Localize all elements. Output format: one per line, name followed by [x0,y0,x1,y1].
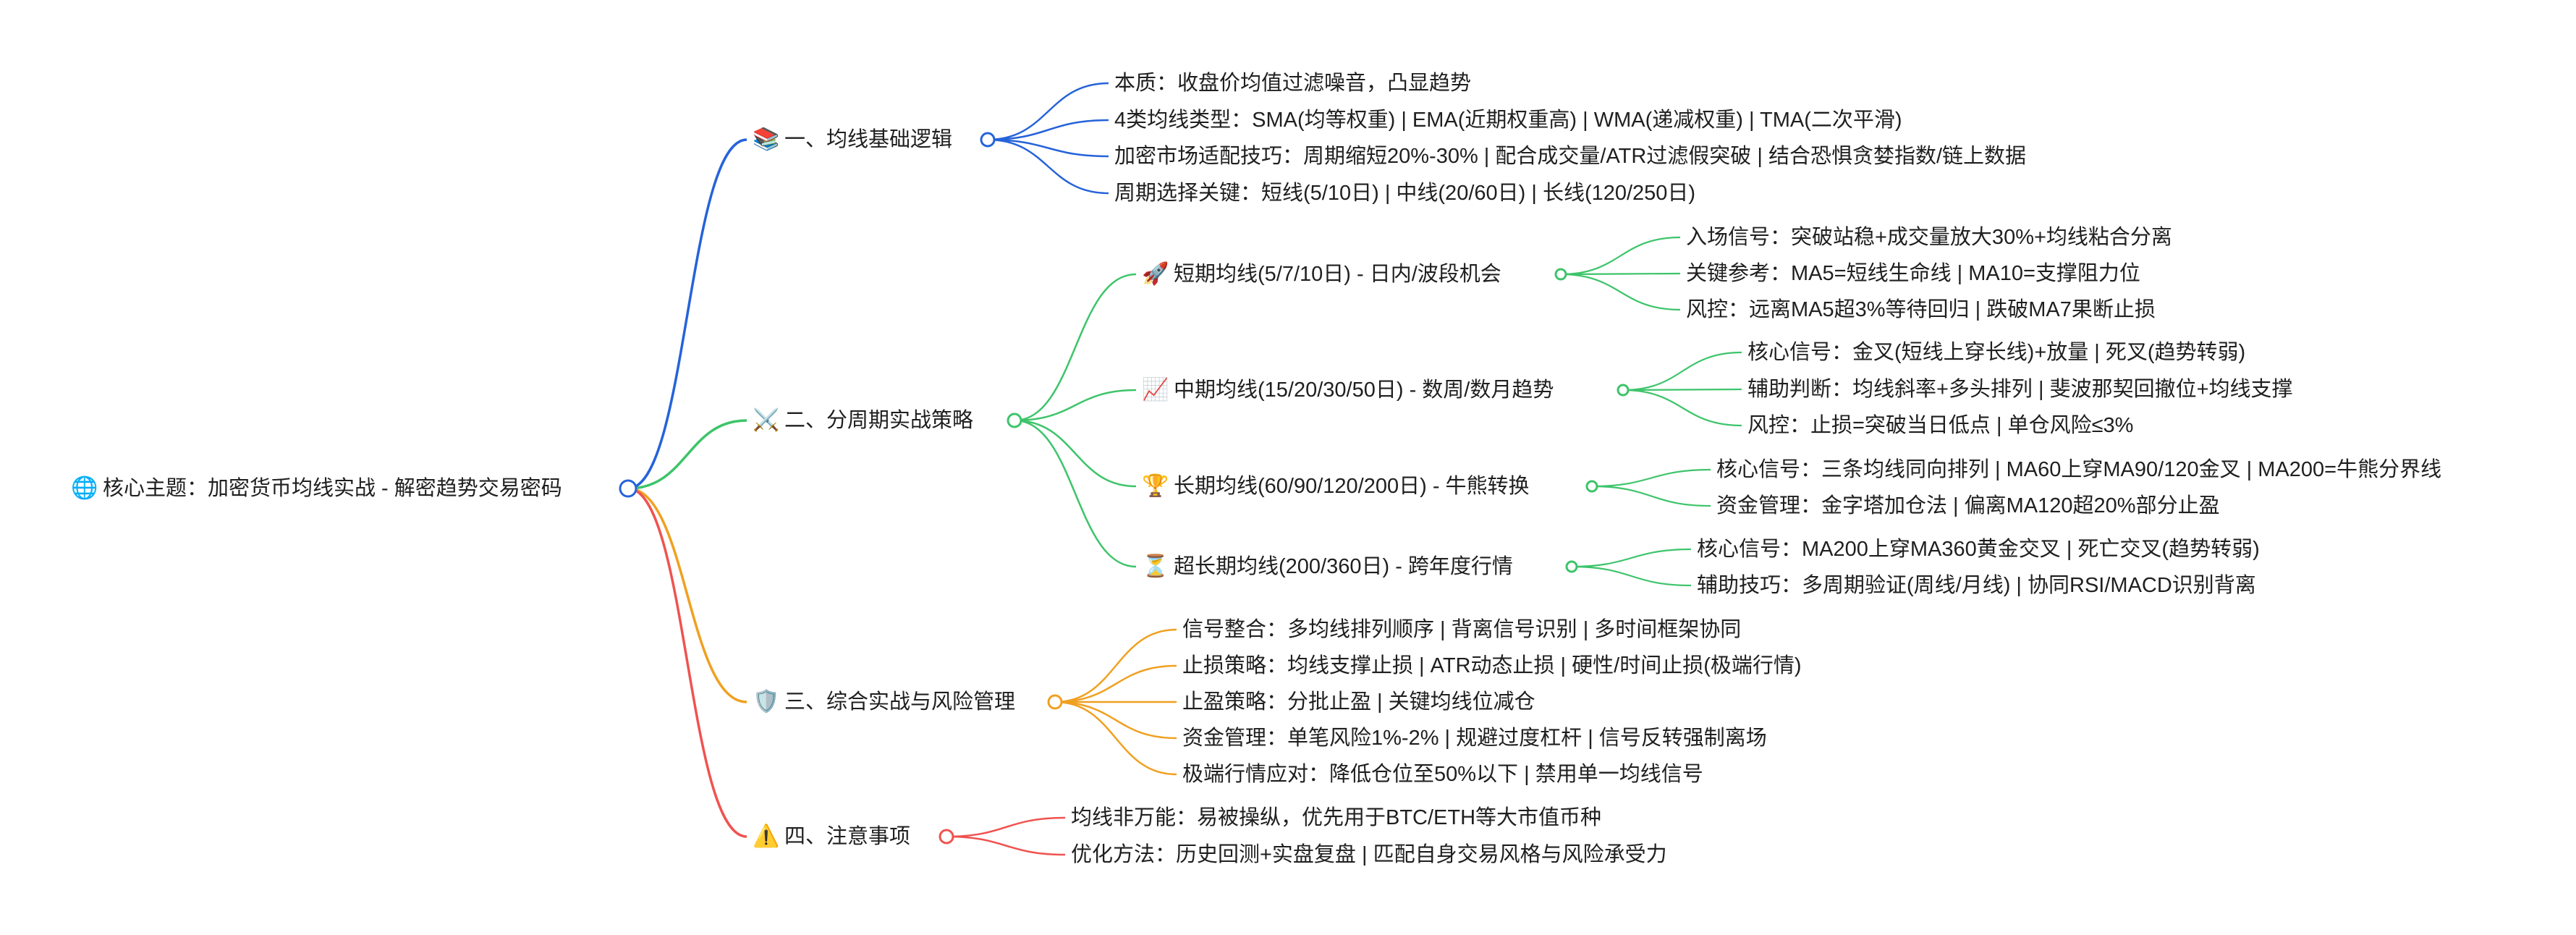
connector-s3-leaf-0 [1591,468,1711,488]
branch-label: 二、分周期实战策略 [784,409,974,432]
swords-icon: ⚔️ [753,408,780,432]
root-node[interactable]: 🌐 核心主题：加密货币均线实战 - 解密趋势交易密码 [71,474,562,503]
leaf-short-entry: 入场信号：突破站稳+成交量放大30%+均线粘合分离 [1686,226,2172,249]
warning-icon: ⚠️ [753,824,780,848]
connector-b1-leaf-1 [987,119,1109,141]
sub4-collapse-dot[interactable] [1565,560,1578,573]
leaf-crypto-tips: 加密市场适配技巧：周期缩短20%-30% | 配合成交量/ATR过滤假突破 | … [1114,145,2027,168]
connector-b1-leaf-3 [987,138,1109,195]
sub-label: 长期均线(60/90/120/200日) - 牛熊转换 [1174,475,1530,498]
leaf-mid-signal: 核心信号：金叉(短线上穿长线)+放量 | 死叉(趋势转弱) [1747,341,2246,364]
connector-b3-leaf-4 [1054,701,1177,776]
leaf-optimize: 优化方法：历史回测+实盘复盘 | 匹配自身交易风格与风险承受力 [1071,843,1667,866]
leaf-ultra-aux: 辅助技巧：多周期验证(周线/月线) | 协同RSI/MACD识别背离 [1697,574,2256,597]
leaf-stop-loss: 止损策略：均线支撑止损 | ATR动态止损 | 硬性/时间止损(极端行情) [1182,654,1802,677]
root-label: 核心主题：加密货币均线实战 - 解密趋势交易密码 [103,477,562,500]
hourglass-icon: ⏳ [1142,554,1169,578]
sub-label: 中期均线(15/20/30/50日) - 数周/数月趋势 [1174,378,1554,402]
connector-s4-leaf-0 [1571,548,1692,568]
leaf-essence: 本质：收盘价均值过滤噪音，凸显趋势 [1114,72,1472,95]
branch4-collapse-dot[interactable] [939,829,954,845]
connector-b3-leaf-3 [1054,701,1177,740]
books-icon: 📚 [753,127,780,151]
branch-basics[interactable]: 📚 一、均线基础逻辑 [753,125,952,154]
sub1-collapse-dot[interactable] [1554,268,1567,281]
leaf-mid-aux: 辅助判断：均线斜率+多头排列 | 斐波那契回撤位+均线支撑 [1747,378,2293,401]
connector-b2-sub-3 [1014,419,1137,568]
connector-b3-leaf-1 [1054,664,1177,703]
trophy-icon: 🏆 [1142,474,1169,498]
branch1-collapse-dot[interactable] [980,132,996,148]
leaf-not-universal: 均线非万能：易被操纵，优先用于BTC/ETH等大市值币种 [1071,806,1602,829]
connector-s1-leaf-2 [1560,273,1681,311]
connector-s2-leaf-2 [1622,389,1742,427]
connector-b1-leaf-0 [987,82,1109,141]
branch-label: 四、注意事项 [784,825,911,848]
leaf-mid-risk: 风控：止损=突破当日低点 | 单仓风险≤3% [1747,414,2134,437]
connector-b1-leaf-2 [987,138,1109,158]
root-collapse-dot[interactable] [619,479,637,498]
leaf-long-signal: 核心信号：三条均线同向排列 | MA60上穿MA90/120金叉 | MA200… [1716,458,2442,481]
connector-s4-leaf-1 [1571,565,1692,587]
branch-risk-mgmt[interactable]: 🛡️ 三、综合实战与风险管理 [753,688,1015,716]
connector-s1-leaf-0 [1560,236,1681,276]
leaf-period-choice: 周期选择关键：短线(5/10日) | 中线(20/60日) | 长线(120/2… [1114,182,1696,205]
connector-s3-leaf-1 [1591,485,1711,507]
leaf-extreme: 极端行情应对：降低仓位至50%以下 | 禁用单一均线信号 [1182,763,1703,786]
connector-root-branch4 [627,487,747,838]
branch-strategies[interactable]: ⚔️ 二、分周期实战策略 [753,406,973,435]
connector-b2-sub-1 [1014,389,1137,422]
sub-mid-term[interactable]: 📈 中期均线(15/20/30/50日) - 数周/数月趋势 [1142,376,1554,405]
connector-b2-sub-2 [1014,419,1137,488]
shield-icon: 🛡️ [753,690,780,714]
connector-b2-sub-0 [1014,273,1137,422]
rocket-icon: 🚀 [1142,262,1169,286]
sub-label: 短期均线(5/7/10日) - 日内/波段机会 [1174,263,1501,286]
sub-label: 超长期均线(200/360日) - 跨年度行情 [1174,555,1513,578]
globe-icon: 🌐 [71,476,98,500]
connector-s2-leaf-0 [1622,351,1742,392]
branch-notes[interactable]: ⚠️ 四、注意事项 [753,822,910,851]
connector-b4-leaf-0 [946,816,1066,838]
branch-label: 三、综合实战与风险管理 [784,690,1016,714]
connector-b3-leaf-0 [1054,628,1177,703]
branch-label: 一、均线基础逻辑 [784,128,953,151]
connector-root-branch1 [627,138,747,490]
leaf-signal-integration: 信号整合：多均线排列顺序 | 背离信号识别 | 多时间框架协同 [1182,618,1742,641]
sub3-collapse-dot[interactable] [1585,480,1598,493]
connector-root-branch2 [627,419,747,490]
branch3-collapse-dot[interactable] [1047,694,1063,710]
leaf-ma-types: 4类均线类型：SMA(均等权重) | EMA(近期权重高) | WMA(递减权重… [1114,109,1902,132]
connector-b4-leaf-1 [946,835,1066,856]
branch2-collapse-dot[interactable] [1007,412,1022,428]
leaf-short-ref: 关键参考：MA5=短线生命线 | MA10=支撑阻力位 [1686,262,2140,285]
leaf-ultra-signal: 核心信号：MA200上穿MA360黄金交叉 | 死亡交叉(趋势转弱) [1697,538,2260,561]
leaf-take-profit: 止盈策略：分批止盈 | 关键均线位减仓 [1182,690,1535,714]
sub2-collapse-dot[interactable] [1617,384,1630,397]
leaf-short-risk: 风控：远离MA5超3%等待回归 | 跌破MA7果断止损 [1686,298,2156,321]
leaf-long-money: 资金管理：金字塔加仓法 | 偏离MA120超20%部分止盈 [1716,494,2220,517]
sub-ultra-long[interactable]: ⏳ 超长期均线(200/360日) - 跨年度行情 [1142,552,1513,581]
sub-long-term[interactable]: 🏆 长期均线(60/90/120/200日) - 牛熊转换 [1142,472,1530,501]
connector-s2-leaf-1 [1622,388,1742,392]
chart-up-icon: 📈 [1142,378,1169,402]
sub-short-term[interactable]: 🚀 短期均线(5/7/10日) - 日内/波段机会 [1142,260,1501,289]
leaf-money-mgmt: 资金管理：单笔风险1%-2% | 规避过度杠杆 | 信号反转强制离场 [1182,727,1767,750]
connector-root-branch3 [627,487,747,703]
